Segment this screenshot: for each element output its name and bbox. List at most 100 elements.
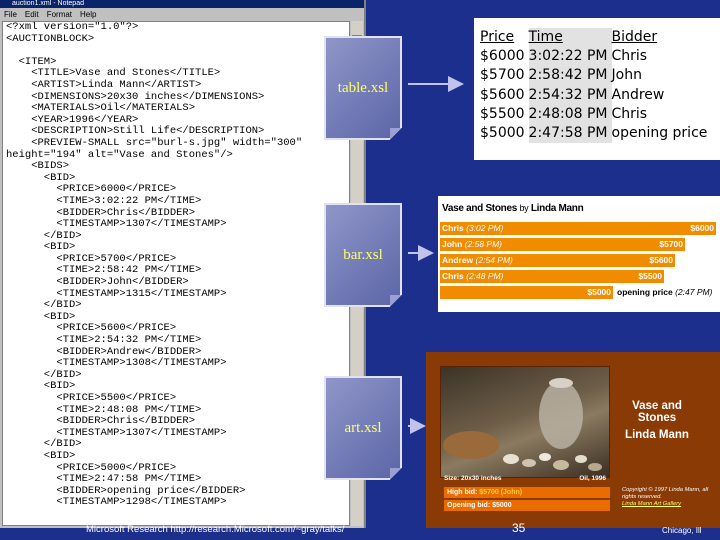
footer-source: Microsoft Research http://research.Micro… bbox=[86, 524, 345, 535]
art-artist: Linda Mann bbox=[625, 429, 689, 441]
xml-line: <PRICE>5500</PRICE> bbox=[6, 392, 177, 404]
xml-line: <PRICE>5600</PRICE> bbox=[6, 322, 177, 335]
bid-bar-label: Chris (3:02 PM) bbox=[442, 222, 503, 235]
xml-line: <TIME>3:02:22 PM</TIME> bbox=[6, 194, 202, 207]
art-meta: Size: 20x30 inches Oil, 1996 bbox=[444, 475, 606, 482]
cell-price: $5600 bbox=[480, 86, 525, 103]
high-bid-bar: High bid: $5700 (John) bbox=[444, 487, 610, 498]
xml-line: <TIMESTAMP>1308</TIMESTAMP> bbox=[6, 357, 227, 370]
cell-bidder: Chris bbox=[611, 105, 648, 122]
xml-line: <DIMENSIONS>20x30 inches</DIMENSIONS> bbox=[6, 90, 265, 103]
table-header-row: Price Time Bidder bbox=[480, 28, 711, 48]
xml-line bbox=[6, 45, 349, 57]
cell-time: 2:54:32 PM bbox=[528, 85, 612, 105]
bid-bar-bidder: Andrew bbox=[442, 255, 474, 265]
bid-bar-time: (2:48 PM) bbox=[466, 271, 504, 281]
header-time: Time bbox=[528, 28, 612, 48]
menu-file[interactable]: File bbox=[4, 10, 17, 19]
stone bbox=[503, 454, 519, 464]
xml-source-text[interactable]: <?xml version="1.0"?><AUCTIONBLOCK> <ITE… bbox=[3, 22, 349, 509]
xml-line: <?xml version="1.0"?> bbox=[6, 21, 139, 33]
xml-line: <MATERIALS>Oil</MATERIALS> bbox=[6, 102, 196, 115]
cell-price: $5500 bbox=[480, 105, 525, 122]
gallery-link[interactable]: Linda Mann Art Gallery bbox=[622, 501, 682, 507]
cell-bidder: opening price bbox=[611, 125, 708, 142]
bid-bar-price: $5500 bbox=[638, 271, 662, 281]
cell-bidder: Andrew bbox=[611, 86, 665, 103]
still-life-illustration bbox=[443, 378, 602, 471]
xml-line: <BID> bbox=[6, 310, 76, 323]
xml-line: </BID> bbox=[6, 299, 82, 312]
cell-bidder: John bbox=[611, 67, 642, 84]
notepad-text-area[interactable]: <?xml version="1.0"?><AUCTIONBLOCK> <ITE… bbox=[2, 21, 350, 526]
bid-bar-bidder: Chris bbox=[442, 223, 464, 233]
vase-shape bbox=[539, 381, 583, 449]
xml-line: <BIDDER>Andrew</BIDDER> bbox=[6, 345, 202, 358]
cell-time: 2:58:42 PM bbox=[528, 66, 612, 86]
basket-shape bbox=[443, 431, 499, 459]
art-copyright: Copyright © 1997 Linda Mann, all rights … bbox=[622, 487, 714, 508]
bid-bar: John (2:58 PM)$5700 bbox=[440, 238, 685, 251]
bid-bar-time: (2:54 PM) bbox=[475, 255, 513, 265]
opening-label-time: (2:47 PM) bbox=[675, 287, 713, 297]
xml-line: <BID> bbox=[6, 380, 76, 393]
bar-title-by: by bbox=[519, 203, 529, 213]
bid-bar: Chris (2:48 PM)$5500 bbox=[440, 270, 664, 283]
xml-line: <TIMESTAMP>1307</TIMESTAMP> bbox=[6, 426, 227, 439]
copyright-text: Copyright © 1997 Linda Mann, all rights … bbox=[622, 487, 709, 500]
bar-output-title: Vase and Stones by Linda Mann bbox=[442, 203, 584, 214]
header-price: Price bbox=[480, 29, 515, 45]
bar-title-text: Vase and Stones bbox=[442, 203, 517, 214]
xml-line: <PRICE>5000</PRICE> bbox=[6, 461, 177, 474]
menu-edit[interactable]: Edit bbox=[24, 10, 39, 19]
art-xsl-label: art.xsl bbox=[344, 419, 382, 436]
xml-line: <BID> bbox=[6, 171, 76, 184]
cell-time: 3:02:22 PM bbox=[528, 47, 612, 67]
xml-line: <TIMESTAMP>1307</TIMESTAMP> bbox=[6, 218, 227, 231]
xml-line: <DESCRIPTION>Still Life</DESCRIPTION> bbox=[6, 125, 265, 138]
xml-line: <BIDDER>opening price</BIDDER> bbox=[6, 484, 246, 497]
notepad-title-bar[interactable]: auction1.xml - Notepad bbox=[0, 0, 364, 8]
xml-line: <AUCTIONBLOCK> bbox=[6, 32, 95, 45]
table-xsl-label: table.xsl bbox=[337, 79, 389, 96]
art-size: Size: 20x30 inches bbox=[444, 475, 502, 482]
cell-time: 2:47:58 PM bbox=[528, 124, 612, 144]
page-number: 35 bbox=[512, 521, 526, 535]
xml-line: </BID> bbox=[6, 368, 82, 381]
art-output: Vase and Stones Linda Mann Size: 20x30 i… bbox=[426, 352, 720, 528]
high-bid-label: High bid: bbox=[447, 489, 478, 496]
xml-line: <BIDDER>John</BIDDER> bbox=[6, 276, 189, 289]
bid-bar-label: John (2:58 PM) bbox=[442, 238, 502, 251]
notepad-window[interactable]: auction1.xml - Notepad File Edit Format … bbox=[0, 0, 366, 528]
opening-price-label: opening price (2:47 PM) bbox=[617, 286, 712, 299]
xml-line: <ARTIST>Linda Mann</ARTIST> bbox=[6, 78, 202, 91]
high-bid-value: $5700 (John) bbox=[479, 489, 523, 496]
opening-price-bar: $5000 bbox=[440, 286, 613, 299]
xml-line: <TIMESTAMP>1298</TIMESTAMP> bbox=[6, 496, 227, 509]
menu-format[interactable]: Format bbox=[46, 10, 73, 19]
header-bidder: Bidder bbox=[611, 29, 658, 45]
table-xsl-box: table.xsl bbox=[324, 36, 402, 140]
opening-bid-bar: Opening bid: $5000 bbox=[444, 500, 610, 511]
cell-bidder: Chris bbox=[611, 48, 648, 65]
xml-line: <TIME>2:47:58 PM</TIME> bbox=[6, 473, 202, 486]
xml-line: <YEAR>1996</YEAR> bbox=[6, 113, 139, 126]
xml-line: <BIDDER>Chris</BIDDER> bbox=[6, 206, 196, 219]
bid-bar: Chris (3:02 PM) $6000 bbox=[440, 222, 716, 235]
stone bbox=[539, 453, 551, 461]
xml-line: <TIME>2:48:08 PM</TIME> bbox=[6, 403, 202, 416]
menu-help[interactable]: Help bbox=[80, 10, 97, 19]
painting-preview-image bbox=[440, 366, 610, 478]
xml-line: </BID> bbox=[6, 229, 82, 242]
bid-bar-price: $6000 bbox=[690, 223, 714, 233]
bid-bar-time: (3:02 PM) bbox=[466, 223, 504, 233]
bid-bar-bidder: John bbox=[442, 239, 463, 249]
notepad-menu-bar: File Edit Format Help bbox=[0, 8, 364, 21]
xml-line: <TIME>2:54:32 PM</TIME> bbox=[6, 334, 202, 347]
bid-bar: Andrew (2:54 PM)$5600 bbox=[440, 254, 675, 267]
cell-price: $5700 bbox=[480, 67, 525, 84]
